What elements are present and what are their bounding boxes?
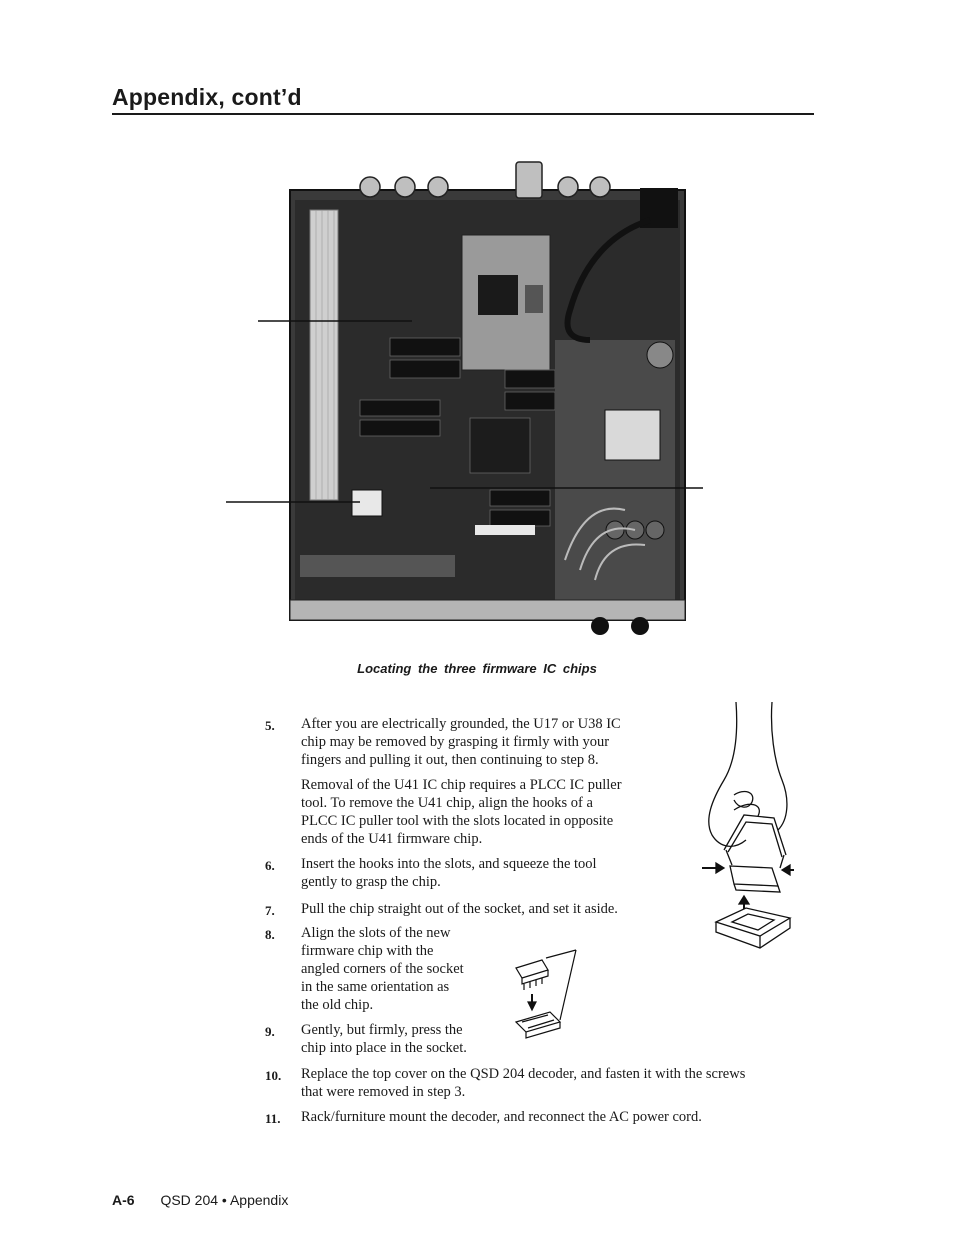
step-line: Removal of the U41 IC chip requires a PL… — [301, 777, 622, 793]
step-line: PLCC IC puller tool with the slots locat… — [301, 813, 614, 829]
step-line: in the same orientation as — [301, 979, 450, 995]
circuit-board-photo — [226, 161, 703, 635]
step-line: Insert the hooks into the slots, and squ… — [301, 856, 597, 872]
step-line: fingers and pulling it out, then continu… — [301, 752, 599, 768]
figure-caption: Locating the three firmware IC chips — [357, 661, 597, 676]
plcc-puller-illustration — [702, 701, 794, 949]
step-line: Replace the top cover on the QSD 204 dec… — [301, 1066, 746, 1082]
step-line: Gently, but firmly, press the — [301, 1022, 463, 1038]
step-number: 8. — [265, 927, 275, 942]
step-number: 11. — [265, 1111, 281, 1126]
dip-chip-illustration — [514, 949, 577, 1039]
step-line: angled corners of the socket — [301, 961, 464, 977]
step-line: chip may be removed by grasping it firml… — [301, 734, 610, 750]
page-footer: A-6 QSD 204 • Appendix — [112, 1192, 288, 1208]
step-line: gently to grasp the chip. — [301, 874, 441, 890]
step-line: chip into place in the socket. — [301, 1040, 467, 1056]
step-number: 5. — [265, 718, 275, 733]
step-number: 10. — [265, 1068, 282, 1083]
page-title: Appendix, cont’d — [112, 84, 814, 115]
step-line: After you are electrically grounded, the… — [301, 716, 621, 732]
document-name: QSD 204 • Appendix — [160, 1192, 289, 1208]
step-line: firmware chip with the — [301, 943, 434, 959]
step-number: 6. — [265, 858, 275, 873]
step-line: Rack/furniture mount the decoder, and re… — [301, 1109, 702, 1125]
step-number: 9. — [265, 1024, 275, 1039]
step-line: Align the slots of the new — [301, 925, 451, 941]
step-line: tool. To remove the U41 chip, align the … — [301, 795, 593, 811]
step-line: that were removed in step 3. — [301, 1084, 466, 1100]
step-line: Pull the chip straight out of the socket… — [301, 901, 618, 917]
step-line: the old chip. — [301, 997, 374, 1013]
step-number: 7. — [265, 903, 275, 918]
step-line: ends of the U41 firmware chip. — [301, 831, 483, 847]
page-number: A-6 — [112, 1192, 135, 1208]
